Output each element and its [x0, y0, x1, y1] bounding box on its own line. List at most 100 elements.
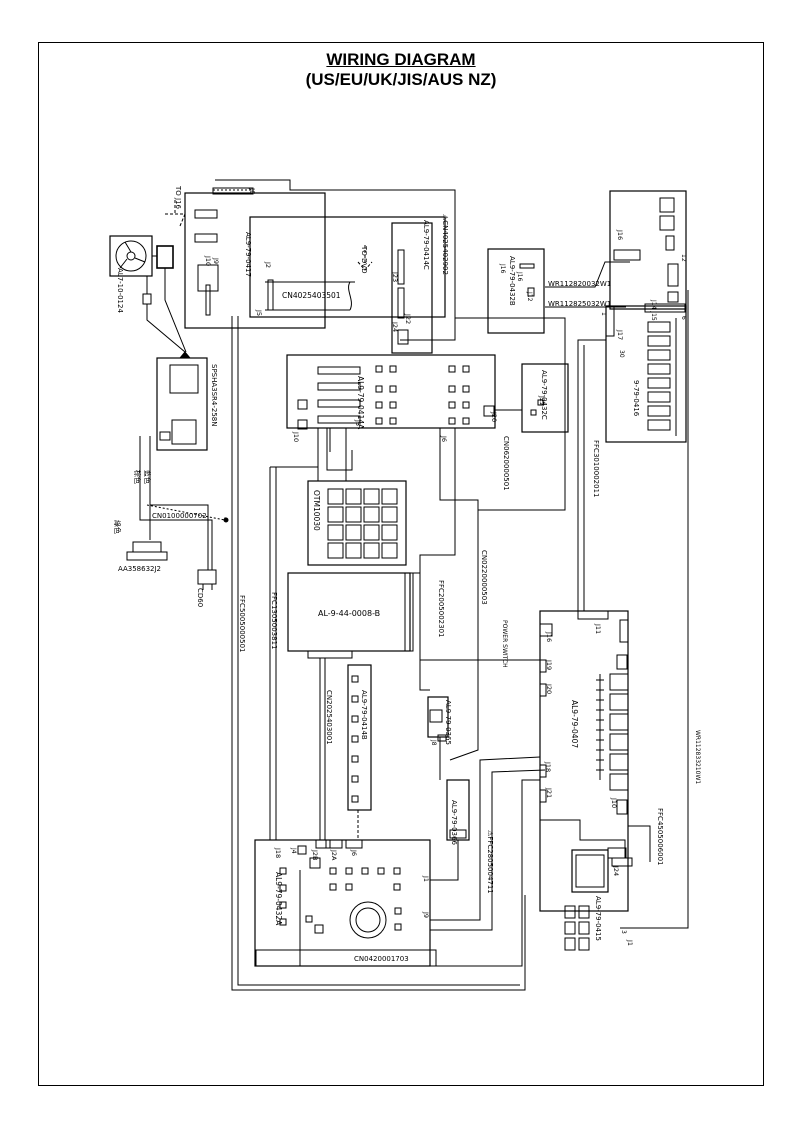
label-power-supply: SPSHA3SR4-258N — [210, 364, 218, 427]
label-display: AL-9-44-0008-B — [318, 609, 380, 618]
label-board-0407: AL9-79-0407 — [570, 700, 579, 748]
board-0414a — [286, 354, 496, 430]
label-board-0414a: AL9-79-0414A — [356, 376, 365, 430]
label-j6-c: J6 — [350, 849, 358, 856]
cable-harnesses — [231, 261, 689, 991]
label-al-0417: AL9-79-0417 — [244, 232, 252, 277]
board-0416 — [605, 303, 687, 443]
label-board-0432c: AL9-79-0432C — [540, 370, 548, 420]
diagram-title-block: WIRING DIAGRAM (US/EU/UK/JIS/AUS NZ) — [38, 50, 764, 90]
label-j18-b: J18 — [274, 847, 282, 858]
board-0432b — [487, 248, 545, 334]
ac-wiring — [126, 436, 229, 590]
label-al-0432b: AL9-79-0432B — [508, 256, 516, 306]
label-j20-b: J20 — [545, 683, 553, 694]
label-j16-left: J16 — [516, 271, 523, 282]
label-aa358632j2: AA358632J2 — [118, 565, 161, 573]
label-board-0416: 9-79-0416 — [632, 380, 640, 417]
label-to-dvd: TO DVD — [360, 245, 368, 273]
label-pin-12: 12 — [680, 254, 687, 262]
board-0414c — [357, 222, 433, 354]
label-blue: 藍色 — [143, 470, 152, 484]
label-cd60: CD60 — [196, 588, 204, 607]
label-j24-b: J24 — [612, 865, 620, 876]
label-j8: J8 — [430, 739, 437, 746]
label-power-switch: POWER SWITCH — [501, 620, 508, 668]
label-cn4025403501: CN4025403501 — [282, 291, 341, 300]
label-j16-main: J16 — [545, 631, 553, 642]
label-j23: J23 — [391, 271, 399, 282]
label-j10-b: J10 — [292, 431, 300, 442]
label-j5-a: J5 — [255, 309, 263, 316]
board-0365 — [427, 696, 449, 742]
label-j20-a: J20 — [490, 411, 498, 422]
label-j18-a: J18 — [544, 761, 552, 772]
label-j1: J1 — [626, 939, 634, 946]
label-j10-a: J10 — [204, 255, 212, 266]
label-j16-right: J16 — [616, 229, 624, 240]
label-ffc2805004711: ⚠FFC2805004711 — [486, 830, 494, 894]
label-j22-b: J22 — [538, 395, 546, 406]
cable-cn4025403501 — [249, 216, 446, 318]
label-wr-1: WR112820032W1 — [548, 280, 611, 288]
label-cn0620000501: CN0620000501 — [502, 436, 510, 491]
label-al-0414c: AL9-79-0414C — [422, 220, 430, 270]
label-board-0366: AL9-79-0366 — [450, 800, 458, 845]
cable-cn4025402902 — [215, 179, 456, 341]
page-border — [38, 42, 764, 1086]
label-to-j16: TO J16 — [174, 185, 182, 210]
label-j24-a: J24 — [391, 321, 399, 332]
label-j16-small: J16 — [499, 263, 506, 274]
label-pin-30: 30 — [618, 350, 625, 358]
label-j10-c: J10 — [610, 797, 618, 808]
label-j2a: J2A — [330, 849, 338, 861]
label-pin-1: 1 — [600, 312, 607, 316]
diagram-title: WIRING DIAGRAM — [326, 50, 476, 69]
board-0432c — [495, 363, 569, 433]
label-j14-j15: J14 J15 — [650, 299, 657, 321]
label-cn0420001703: CN0420001703 — [354, 955, 409, 963]
label-wr-side: WR112833210W1 — [694, 730, 701, 784]
board-0414b — [347, 664, 372, 840]
label-j2-a: J2 — [264, 261, 272, 268]
label-j21: J21 — [545, 787, 553, 798]
label-j17: J17 — [616, 329, 624, 340]
label-ffc4505006001: FFC4505006001 — [656, 808, 664, 865]
label-cn2025403001: CN2025403001 — [325, 690, 333, 745]
label-j1-b: J1 — [422, 875, 430, 882]
display-lcd — [287, 572, 430, 691]
label-wr-2: WR112825032W1 — [548, 300, 611, 308]
label-cn0220000503: CN0220000503 — [480, 550, 488, 605]
label-board-0414b: AL9-79-0414B — [360, 690, 368, 740]
label-j2b: J2B — [311, 849, 319, 861]
keypad-otm10030 — [307, 480, 407, 566]
upper-right-board — [609, 190, 687, 310]
label-ffc2005002301: FFC2005002301 — [437, 580, 445, 637]
label-j12-small: J12 — [526, 291, 533, 302]
label-j22: J22 — [404, 313, 412, 324]
label-cn4025402902: ⚠CN4025402902 — [441, 214, 449, 275]
label-j6-top: J6 — [248, 187, 256, 195]
board-0415 — [564, 849, 633, 951]
label-fan-part: AL7-10-0124 — [116, 268, 124, 313]
label-j11: J11 — [594, 623, 602, 634]
label-j9-b: J9 — [422, 911, 430, 918]
label-j4: J4 — [290, 847, 297, 854]
label-pin-6: 6 — [680, 316, 687, 320]
av-board — [184, 187, 326, 329]
label-board-0432a: AL9-79-0432A — [274, 872, 283, 926]
label-j9-a: J9 — [212, 257, 220, 264]
label-j6-b: J6 — [440, 435, 448, 442]
label-board-0415: AL9-79-0415 — [594, 896, 602, 941]
label-j19: J19 — [545, 659, 553, 670]
label-keypad: OTM10030 — [312, 490, 321, 531]
label-green: 綠色 — [113, 520, 122, 534]
keypad-cables — [317, 428, 353, 481]
label-cn0100000702: CN0100000702 — [152, 512, 207, 520]
fan-wires — [146, 200, 187, 353]
diagram-labels: TO J16 J6 AL7-10-0124 SPSHA3SR4-258N J10… — [113, 185, 701, 963]
power-supply-board — [156, 351, 208, 451]
label-ffc5005000501: FFC5005000501 — [238, 595, 246, 652]
label-j3: J3 — [354, 419, 362, 426]
